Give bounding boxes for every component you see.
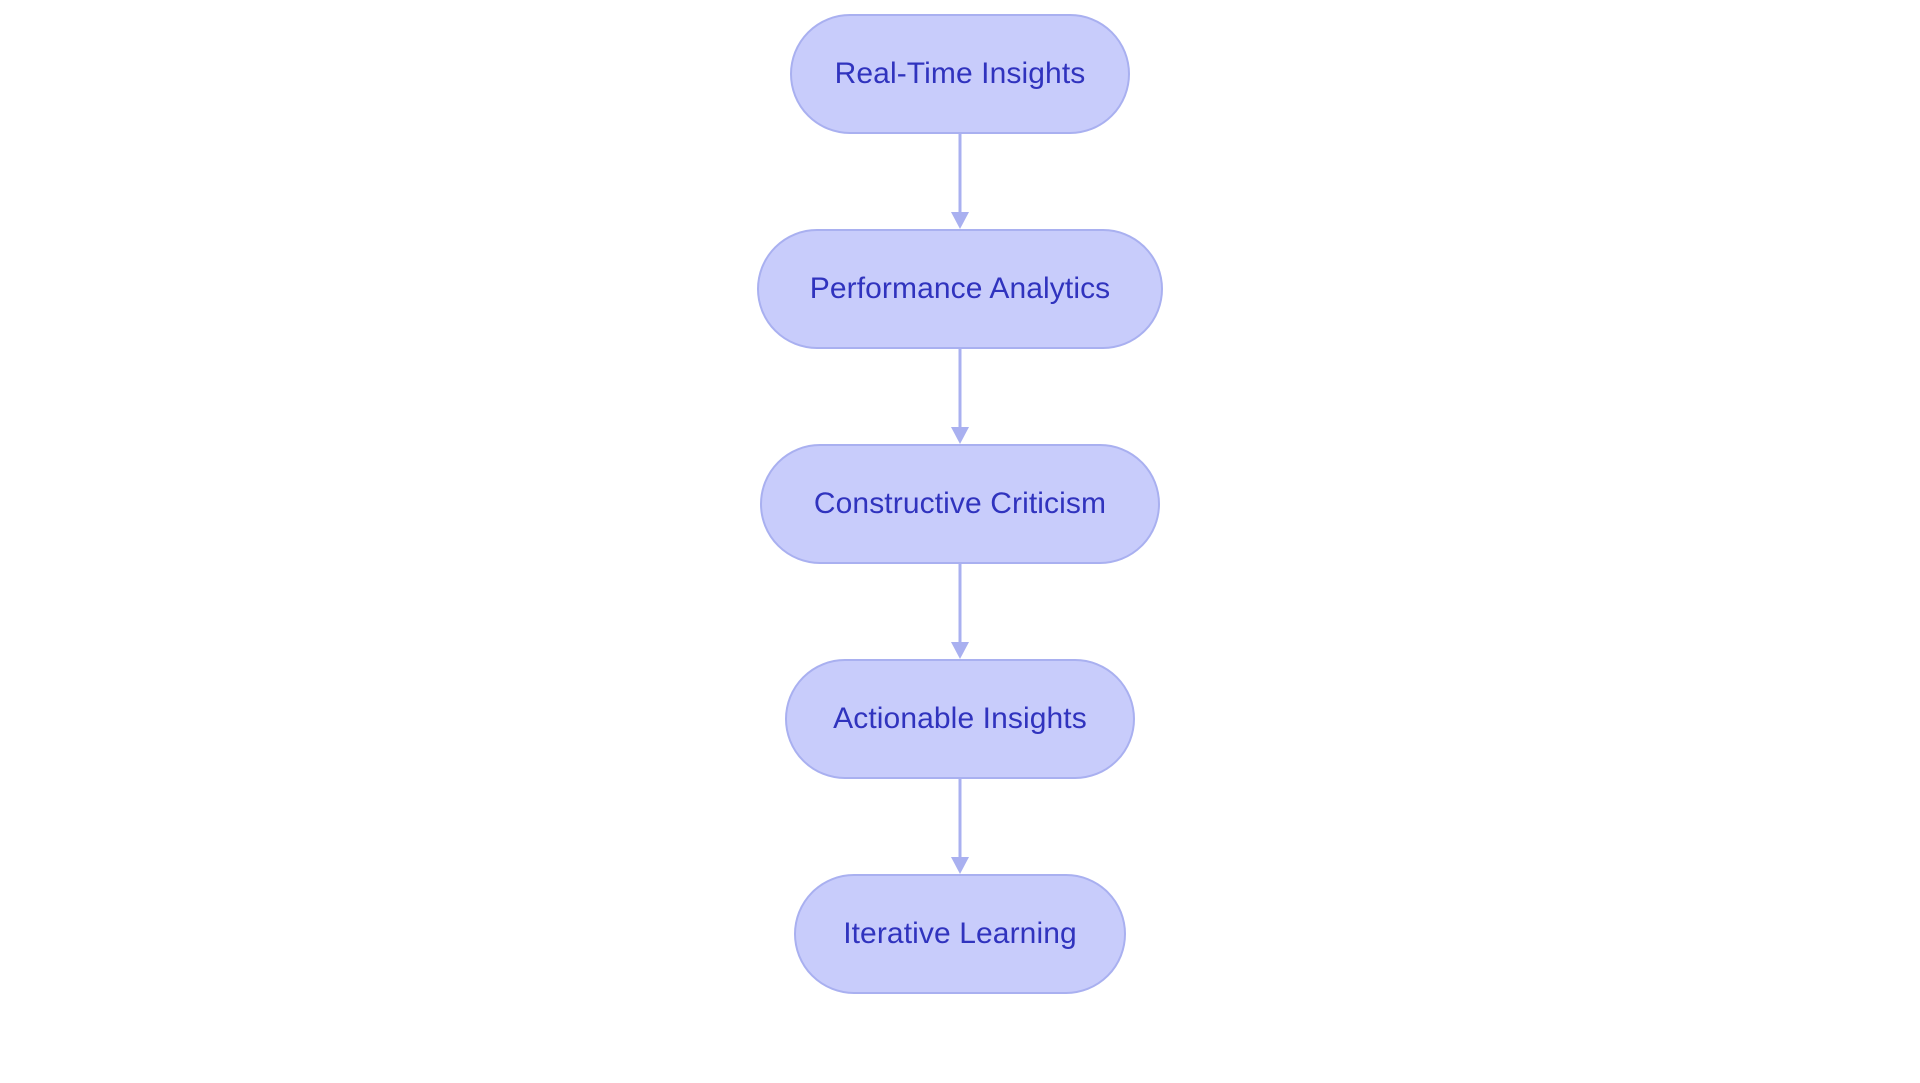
flow-connector-4 (948, 779, 972, 874)
flow-node-iterative-learning[interactable]: Iterative Learning (794, 874, 1126, 994)
flow-node-real-time-insights[interactable]: Real-Time Insights (790, 14, 1130, 134)
connector-line (958, 134, 962, 214)
flow-node-label: Actionable Insights (833, 702, 1087, 735)
flow-node-performance-analytics[interactable]: Performance Analytics (757, 229, 1163, 349)
arrow-down-icon (951, 642, 969, 659)
connector-line (958, 779, 962, 859)
flow-node-label: Iterative Learning (843, 917, 1077, 950)
flow-node-constructive-criticism[interactable]: Constructive Criticism (760, 444, 1160, 564)
arrow-down-icon (951, 212, 969, 229)
arrow-down-icon (951, 427, 969, 444)
flow-connector-2 (948, 349, 972, 444)
connector-line (958, 349, 962, 429)
flow-connector-1 (948, 134, 972, 229)
connector-line (958, 564, 962, 644)
flow-node-label: Real-Time Insights (834, 57, 1086, 90)
flow-node-label: Performance Analytics (809, 272, 1111, 305)
flow-node-actionable-insights[interactable]: Actionable Insights (785, 659, 1135, 779)
arrow-down-icon (951, 857, 969, 874)
flow-node-label: Constructive Criticism (813, 487, 1107, 520)
flow-connector-3 (948, 564, 972, 659)
